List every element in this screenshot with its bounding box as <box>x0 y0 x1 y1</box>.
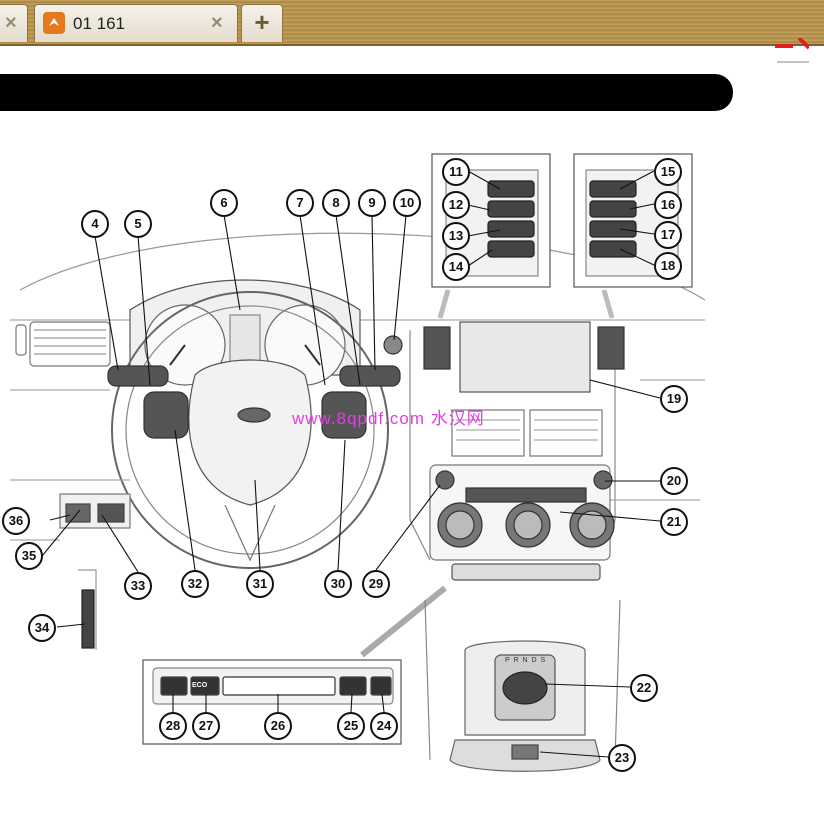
callout-7: 7 <box>286 189 314 217</box>
callout-14: 14 <box>442 253 470 281</box>
document-icon <box>43 12 65 34</box>
tab-active[interactable]: 01 161 × <box>34 4 238 42</box>
eco-button-label: ECO <box>192 682 208 689</box>
callout-10: 10 <box>393 189 421 217</box>
callout-20: 20 <box>660 467 688 495</box>
section-header-bar <box>0 74 733 111</box>
callout-11: 11 <box>442 158 470 186</box>
callout-19: 19 <box>660 385 688 413</box>
callout-23: 23 <box>608 744 636 772</box>
close-icon[interactable]: × <box>211 12 223 34</box>
callout-29: 29 <box>362 570 390 598</box>
callout-35: 35 <box>15 542 43 570</box>
callout-13: 13 <box>442 222 470 250</box>
watermark-text: www.8qpdf.com 水汉网 <box>292 409 485 428</box>
callout-24: 24 <box>370 712 398 740</box>
callout-6: 6 <box>210 189 238 217</box>
callout-22: 22 <box>630 674 658 702</box>
callout-26: 26 <box>264 712 292 740</box>
callout-12: 12 <box>442 191 470 219</box>
callout-25: 25 <box>337 712 365 740</box>
browser-tab-bar: × 01 161 × + <box>0 0 824 46</box>
page-corner-mark <box>775 36 811 63</box>
gear-position-letters: P R N D S <box>505 657 547 664</box>
close-icon[interactable]: × <box>5 12 17 34</box>
callout-21: 21 <box>660 508 688 536</box>
callout-31: 31 <box>246 570 274 598</box>
callout-4: 4 <box>81 210 109 238</box>
new-tab-button[interactable]: + <box>241 4 283 42</box>
callout-8: 8 <box>322 189 350 217</box>
callout-15: 15 <box>654 158 682 186</box>
callout-27: 27 <box>192 712 220 740</box>
callout-17: 17 <box>654 221 682 249</box>
callout-30: 30 <box>324 570 352 598</box>
tab-title: 01 161 <box>73 14 125 33</box>
callout-32: 32 <box>181 570 209 598</box>
callout-9: 9 <box>358 189 386 217</box>
callout-18: 18 <box>654 252 682 280</box>
callout-36: 36 <box>2 507 30 535</box>
tab-previous[interactable]: × <box>0 4 28 42</box>
callout-33: 33 <box>124 572 152 600</box>
callout-34: 34 <box>28 614 56 642</box>
callout-28: 28 <box>159 712 187 740</box>
callout-5: 5 <box>124 210 152 238</box>
callout-16: 16 <box>654 191 682 219</box>
